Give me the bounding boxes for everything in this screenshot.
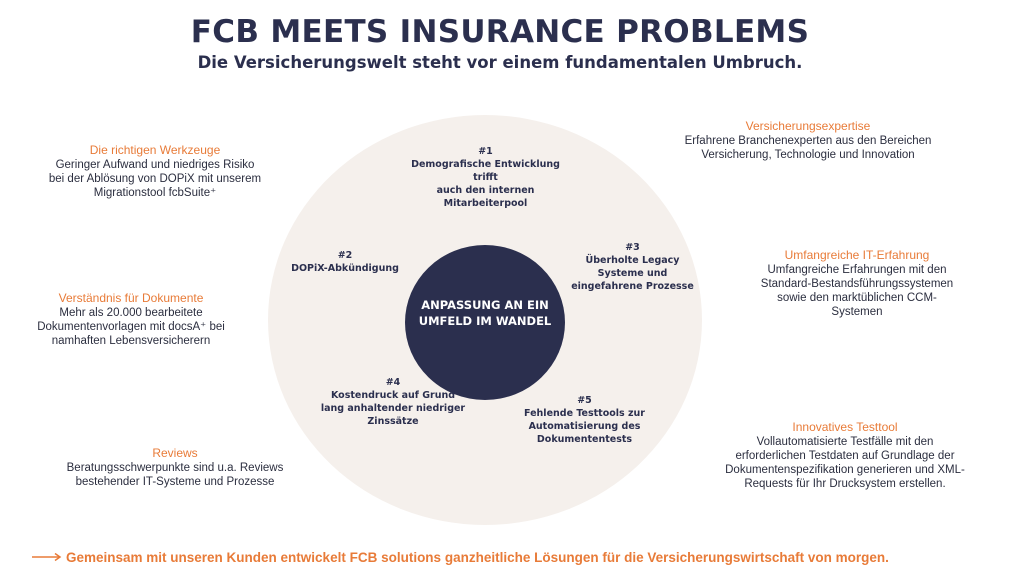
issue-line: Dokumententests xyxy=(536,434,633,445)
issue-line: Systeme und xyxy=(597,268,668,279)
issue-number: #5 xyxy=(577,395,592,406)
block-line: Erfahrene Branchenexperten aus den Berei… xyxy=(684,135,932,147)
footer-text: Gemeinsam mit unseren Kunden entwickelt … xyxy=(66,550,889,565)
block-line: Standard-Bestandsführungssystemen xyxy=(760,278,954,290)
left-block-reviews: Reviews Beratungsschwerpunkte sind u.a. … xyxy=(40,446,310,489)
block-line: bestehender IT-Systeme und Prozesse xyxy=(75,476,275,488)
center-circle xyxy=(405,245,565,400)
block-line: namhaften Lebensversicherern xyxy=(51,335,211,347)
block-line: Umfangreiche Erfahrungen mit den xyxy=(767,264,947,276)
issue-1: #1 Demografische Entwicklung trifft auch… xyxy=(398,145,573,210)
block-line: Geringer Aufwand und niedriges Risiko xyxy=(55,159,255,171)
issue-line: auch den internen xyxy=(436,185,535,196)
right-block-testtool: Innovatives Testtool Vollautomatisierte … xyxy=(690,420,1000,491)
page-title: FCB MEETS INSURANCE PROBLEMS xyxy=(190,14,810,50)
issue-line: eingefahrene Prozesse xyxy=(571,281,694,292)
block-line: Vollautomatisierte Testfälle mit den xyxy=(756,436,934,448)
block-line: erforderlichen Testdaten auf Grundlage d… xyxy=(735,450,955,462)
issue-line: Kostendruck auf Grund xyxy=(330,390,456,401)
block-line: Dokumentenvorlagen mit docsA⁺ bei xyxy=(37,321,225,333)
block-heading: Reviews xyxy=(152,446,198,460)
block-heading: Die richtigen Werkzeuge xyxy=(89,143,221,157)
footer-statement: Gemeinsam mit unseren Kunden entwickelt … xyxy=(32,550,1012,565)
issue-number: #4 xyxy=(385,377,401,388)
block-line: Dokumentenspezifikation generieren und X… xyxy=(725,464,965,476)
block-heading: Verständnis für Dokumente xyxy=(58,291,204,305)
issue-4: #4 Kostendruck auf Grund lang anhaltende… xyxy=(318,376,468,428)
issue-line: Demografische Entwicklung trifft xyxy=(411,159,560,183)
issue-line: Überholte Legacy xyxy=(585,255,680,266)
arrow-right-icon xyxy=(32,553,62,562)
issue-line: Zinssätze xyxy=(367,416,419,427)
block-line: Mehr als 20.000 bearbeitete xyxy=(59,307,203,319)
right-block-expertise: Versicherungsexpertise Erfahrene Branche… xyxy=(658,119,958,162)
block-line: Systemen xyxy=(831,306,883,318)
issue-number: #2 xyxy=(337,250,353,261)
issue-line: Automatisierung des xyxy=(528,421,641,432)
left-block-dokumente: Verständnis für Dokumente Mehr als 20.00… xyxy=(0,291,262,348)
block-heading: Versicherungsexpertise xyxy=(745,119,871,133)
center-label-line: UMFELD IM WANDEL xyxy=(418,314,552,328)
block-heading: Innovatives Testtool xyxy=(792,420,898,434)
issue-number: #3 xyxy=(625,242,640,253)
page-subtitle: Die Versicherungswelt steht vor einem fu… xyxy=(197,53,803,72)
issue-line: DOPiX-Abkündigung xyxy=(291,263,399,274)
block-line: Beratungsschwerpunkte sind u.a. Reviews xyxy=(66,462,284,474)
issue-line: Mitarbeiterpool xyxy=(443,198,528,209)
issue-5: #5 Fehlende Testtools zur Automatisierun… xyxy=(512,394,657,446)
issue-3: #3 Überholte Legacy Systeme und eingefah… xyxy=(570,241,695,293)
block-line: Versicherung, Technologie und Innovation xyxy=(701,149,915,161)
issue-line: lang anhaltender niedriger xyxy=(320,403,466,414)
block-line: bei der Ablösung von DOPiX mit unserem xyxy=(48,173,262,185)
block-line: Requests für Ihr Drucksystem erstellen. xyxy=(744,478,946,490)
block-line: Migrationstool fcbSuite⁺ xyxy=(93,187,217,199)
issue-2: #2 DOPiX-Abkündigung xyxy=(285,249,405,275)
center-label: ANPASSUNG AN EIN UMFELD IM WANDEL xyxy=(405,297,565,329)
block-line: sowie den marktüblichen CCM- xyxy=(777,292,937,304)
block-heading: Umfangreiche IT-Erfahrung xyxy=(784,248,930,262)
left-block-werkzeuge: Die richtigen Werkzeuge Geringer Aufwand… xyxy=(20,143,290,200)
issue-line: Fehlende Testtools zur xyxy=(524,408,645,419)
center-label-line: ANPASSUNG AN EIN xyxy=(421,298,549,312)
issue-number: #1 xyxy=(478,146,493,157)
right-block-it-erfahrung: Umfangreiche IT-Erfahrung Umfangreiche E… xyxy=(732,248,982,319)
